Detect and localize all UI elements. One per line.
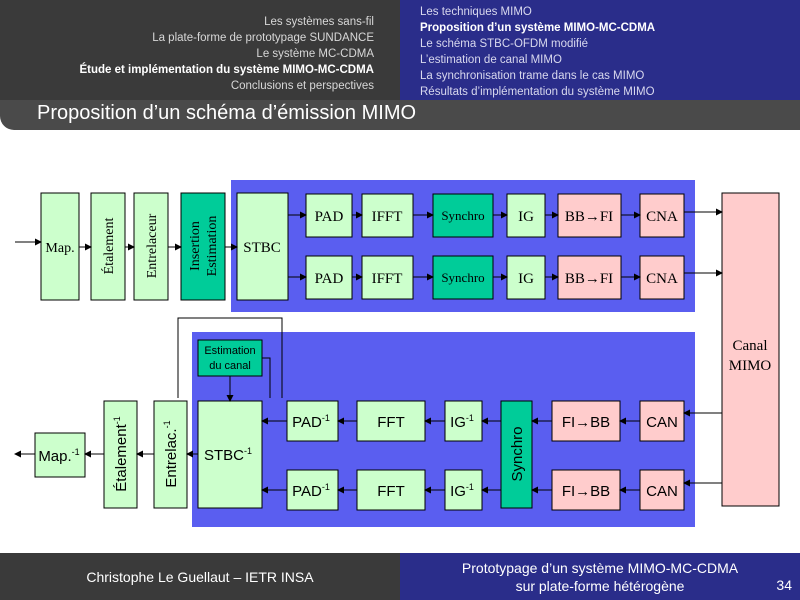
canal-mimo-block (721, 192, 780, 507)
rx-fibb-label-2: FI→BB (562, 483, 610, 500)
tx-ifft-block-2 (361, 255, 414, 300)
rx-estimation-label-1: Estimation (204, 345, 255, 357)
tx-ifft-label-1: IFFT (372, 209, 403, 225)
tx-cna-label-1: CNA (646, 209, 678, 225)
footer-talk-line-1: Prototypage d’un système MIMO-MC-CDMA (461, 560, 739, 576)
footer-talk-title: Prototypage d’un système MIMO-MC-CDMA su… (400, 559, 800, 595)
tx-pad-block-2 (305, 255, 353, 300)
tx-ifft-block-1 (361, 193, 414, 238)
tx-insertion-label-1: Insertion (188, 221, 203, 271)
tx-ig-label-2: IG (518, 271, 534, 287)
rx-synchro-label: Synchro (509, 426, 526, 481)
canal-label-1: Canal (733, 338, 768, 354)
rx-can-block-1 (639, 400, 685, 442)
tx-bbfi-label-1: BB→FI (565, 209, 613, 225)
tx-map-block (40, 192, 80, 301)
rx-synchro-block (500, 400, 533, 509)
nav-sub-techniques-mimo[interactable]: Les techniques MIMO (420, 6, 532, 18)
rx-fibb-block-1 (551, 400, 621, 442)
rx-fft-label-1: FFT (377, 414, 405, 431)
nav-item-sundance[interactable]: La plate-forme de prototypage SUNDANCE (152, 32, 374, 44)
tx-bbfi-label-2: BB→FI (565, 271, 613, 287)
tx-entrelaceur-label: Entrelaceur (145, 213, 160, 278)
nav-item-conclusions[interactable]: Conclusions et perspectives (230, 80, 374, 92)
header-left-panel: Les systèmes sans-fil La plate-forme de … (0, 0, 400, 100)
footer-author: Christophe Le Guellaut – IETR INSA (86, 569, 314, 585)
footer-right-panel: Prototypage d’un système MIMO-MC-CDMA su… (400, 553, 800, 600)
rx-pad-label-1: PAD-1 (292, 413, 330, 431)
rx-fibb-block-2 (551, 469, 621, 511)
tx-bbfi-block-1 (557, 193, 622, 238)
nav-item-mimo-mc-cdma[interactable]: Étude et implémentation du système MIMO-… (79, 64, 374, 76)
tx-cna-block-2 (639, 255, 685, 300)
slide-title: Proposition d’un schéma d’émission MIMO (37, 102, 417, 124)
rx-stbc-label: STBC-1 (204, 446, 252, 464)
tx-synchro-block-2 (432, 255, 494, 300)
mimo-block-diagram: Map. Étalement Entrelaceur Insertion Est… (14, 180, 780, 527)
rx-can-label-2: CAN (646, 483, 678, 500)
rx-fft-label-2: FFT (377, 483, 405, 500)
tx-cna-block-1 (639, 193, 685, 238)
tx-synchro-label-1: Synchro (441, 208, 484, 223)
nav-subsections: Les techniques MIMO Proposition d’un sys… (420, 4, 655, 100)
tx-pad-block-1 (305, 193, 353, 238)
header-right-panel: Les techniques MIMO Proposition d’un sys… (400, 0, 800, 100)
tx-stbc-block (236, 192, 289, 301)
rx-entrelac-label: Entrelac.-1 (162, 420, 180, 487)
rx-pad-block-2 (286, 469, 339, 511)
rx-ig-label-2: IG-1 (450, 482, 474, 500)
tx-ig-label-1: IG (518, 209, 534, 225)
canal-label-2: MIMO (729, 358, 772, 374)
tx-synchro-label-2: Synchro (441, 270, 484, 285)
nav-sub-stbc-ofdm[interactable]: Le schéma STBC-OFDM modifié (420, 38, 589, 50)
tx-synchro-block-1 (432, 193, 494, 238)
footer-talk-line-2: sur plate-forme hétérogène (515, 578, 685, 594)
rx-fft-block-1 (356, 400, 426, 442)
tx-map-label: Map. (45, 241, 74, 256)
tx-stbc-label: STBC (243, 240, 281, 256)
tx-pad-label-2: PAD (315, 271, 344, 287)
nav-sub-proposition[interactable]: Proposition d’un système MIMO-MC-CDMA (420, 22, 656, 34)
rx-ig-label-1: IG-1 (450, 413, 474, 431)
nav-sub-resultats[interactable]: Résultats d’implémentation du système MI… (420, 86, 655, 98)
page-number: 34 (776, 577, 792, 593)
nav-sub-synchronisation[interactable]: La synchronisation trame dans le cas MIM… (420, 70, 645, 82)
rx-estimation-label-2: du canal (209, 360, 251, 372)
tx-insertion-block (180, 192, 226, 301)
nav-sub-estimation-canal[interactable]: L’estimation de canal MIMO (420, 54, 562, 66)
rx-ig-block-2 (444, 469, 483, 511)
slide-title-bar: Proposition d’un schéma d’émission MIMO (0, 100, 800, 130)
footer-left-panel: Christophe Le Guellaut – IETR INSA (0, 553, 400, 600)
rx-pad-label-2: PAD-1 (292, 482, 330, 500)
tx-etalement-label: Étalement (100, 218, 117, 275)
nav-sections: Les systèmes sans-fil La plate-forme de … (79, 14, 374, 94)
rx-fft-block-2 (356, 469, 426, 511)
rx-stbc-block (197, 400, 263, 509)
tx-pad-label-1: PAD (315, 209, 344, 225)
rx-fibb-label-1: FI→BB (562, 414, 610, 431)
tx-insertion-label-2: Estimation (205, 216, 220, 277)
nav-item-mc-cdma[interactable]: Le système MC-CDMA (256, 48, 374, 60)
rx-can-label-1: CAN (646, 414, 678, 431)
tx-cna-label-2: CNA (646, 271, 678, 287)
rx-map-label: Map.-1 (38, 447, 79, 465)
rx-can-block-2 (639, 469, 685, 511)
nav-item-systemes-sans-fil[interactable]: Les systèmes sans-fil (264, 16, 374, 28)
tx-ifft-label-2: IFFT (372, 271, 403, 287)
tx-ig-block-1 (506, 193, 546, 238)
rx-etalement-label: Étalement-1 (112, 416, 130, 492)
